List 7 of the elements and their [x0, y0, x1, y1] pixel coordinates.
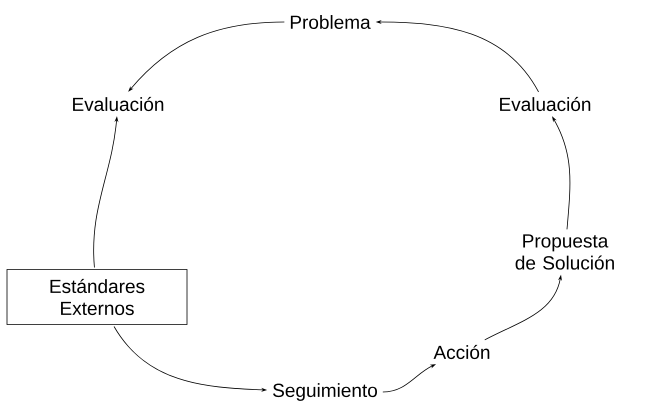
cycle-label: Evaluación	[500, 96, 590, 112]
cycle-label: Propuesta de Solución	[516, 234, 614, 270]
cycle-label: Seguimiento	[273, 383, 377, 401]
cycle-label: Acción	[434, 344, 490, 360]
cycle-label: Evaluación	[73, 96, 164, 112]
cycle-label: Problema	[290, 15, 371, 29]
box: Estándares Externos	[6, 269, 188, 325]
